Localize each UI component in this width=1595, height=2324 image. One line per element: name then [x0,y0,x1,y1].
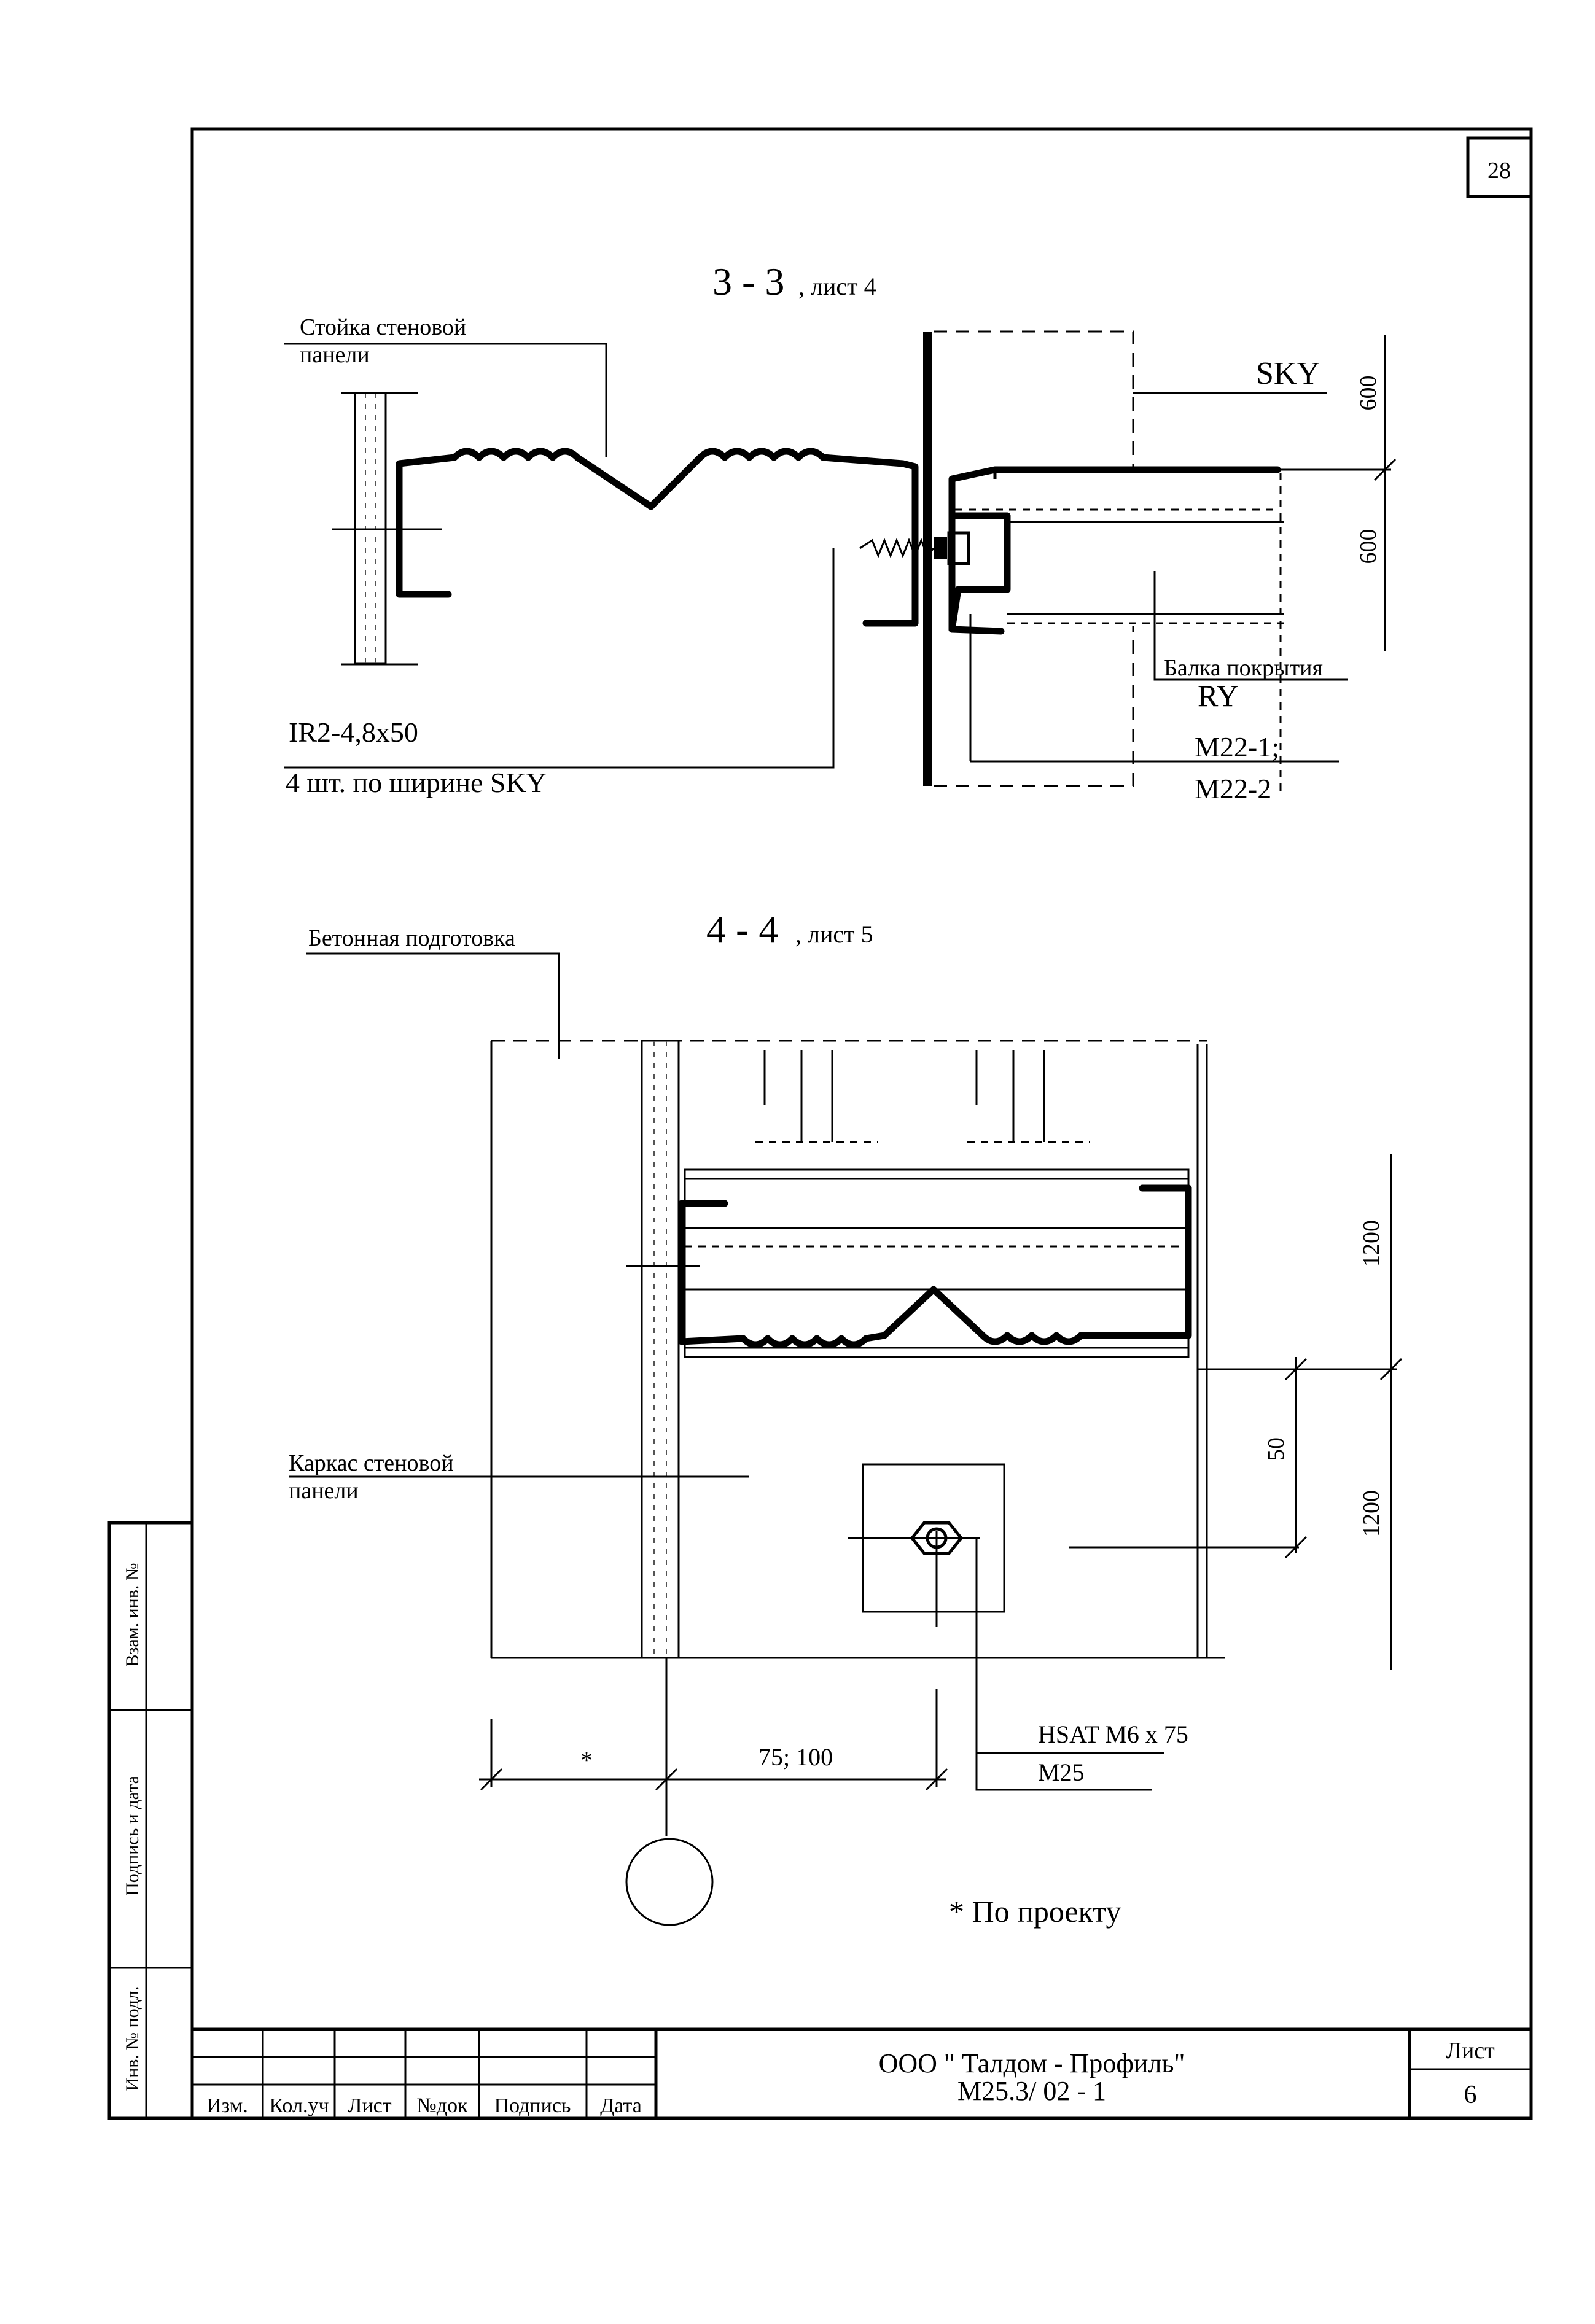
label-beam-2: RY [1198,678,1239,713]
section-44-title: 4 - 4 [706,907,778,951]
label-beam-1: Балка покрытия [1164,655,1323,681]
col-kol: Кол.уч [269,2094,329,2117]
list-number: 6 [1464,2081,1477,2109]
label-anchor-1: HSAT M6 x 75 [1038,1720,1188,1748]
list-label: Лист [1446,2038,1495,2064]
axis-marker-circle [625,1838,714,1926]
title-block: Изм. Кол.уч Лист №док Подпись Дата ООО "… [192,2027,1531,2118]
wall-post-strip [354,392,387,664]
col-list: Лист [348,2094,391,2117]
label-sky: SKY [1256,356,1320,391]
label-m22-2: M22-2 [1195,773,1271,804]
beam-ry-profile [948,466,1281,633]
dim-75: 75; 100 [759,1743,833,1771]
label-anchor-2: M25 [1038,1759,1085,1786]
footnote: * По проекту [949,1894,1121,1929]
rebar-marks [755,1050,1090,1143]
doc-code: M25.3/ 02 - 1 [957,2076,1106,2106]
label-m22-1: M22-1; [1195,731,1279,763]
main-frame [190,127,1533,2120]
purlin-box [684,1168,1190,1358]
label-frame-1: Каркас стеновой [289,1450,454,1476]
label-concrete: Бетонная подготовка [308,925,515,951]
sheet-number-box [1466,136,1533,198]
self-tapping-screw [859,537,935,559]
col-podpis: Подпись [494,2094,571,2117]
dim-50: 50 [1263,1437,1289,1461]
org-name: ООО " Талдом - Профиль" [879,2048,1185,2078]
stamp-vzam: Взам. инв. № [122,1563,142,1666]
dim-33-upper: 600 [1355,376,1381,411]
purlin-profile [396,448,919,627]
label-screw-2: 4 шт. по ширине SKY [286,767,547,798]
col-data: Дата [600,2094,642,2117]
label-post-1: Стойка стеновой [300,314,466,340]
label-post-2: панели [300,342,370,368]
section-4-4: 4 - 4 , лист 5 [289,907,1403,1929]
section-3-3: 3 - 3 , лист 4 [284,260,1397,804]
section-33-title: 3 - 3 [712,260,784,303]
frame-strip [641,1040,680,1659]
purlin-44-profile [678,1184,1192,1348]
dim-44-upper: 1200 [1359,1220,1384,1267]
section-33-ref: , лист 4 [798,273,876,300]
dim-44-lower: 1200 [1359,1490,1384,1537]
left-stamp-frame [107,1521,194,2120]
dim-33-lower: 600 [1355,529,1381,564]
dim-star: * [580,1746,593,1774]
col-ndok: №док [416,2094,468,2117]
col-izm: Изм. [206,2094,248,2117]
stamp-inv: Инв. № подл. [122,1986,142,2091]
stamp-podpis: Подпись и дата [122,1776,142,1896]
sheet-number-top: 28 [1488,158,1511,184]
section-44-ref: , лист 5 [795,920,873,948]
label-screw-1: IR2-4,8x50 [289,717,418,748]
label-frame-2: панели [289,1478,359,1504]
anchor-nut [910,1521,964,1555]
